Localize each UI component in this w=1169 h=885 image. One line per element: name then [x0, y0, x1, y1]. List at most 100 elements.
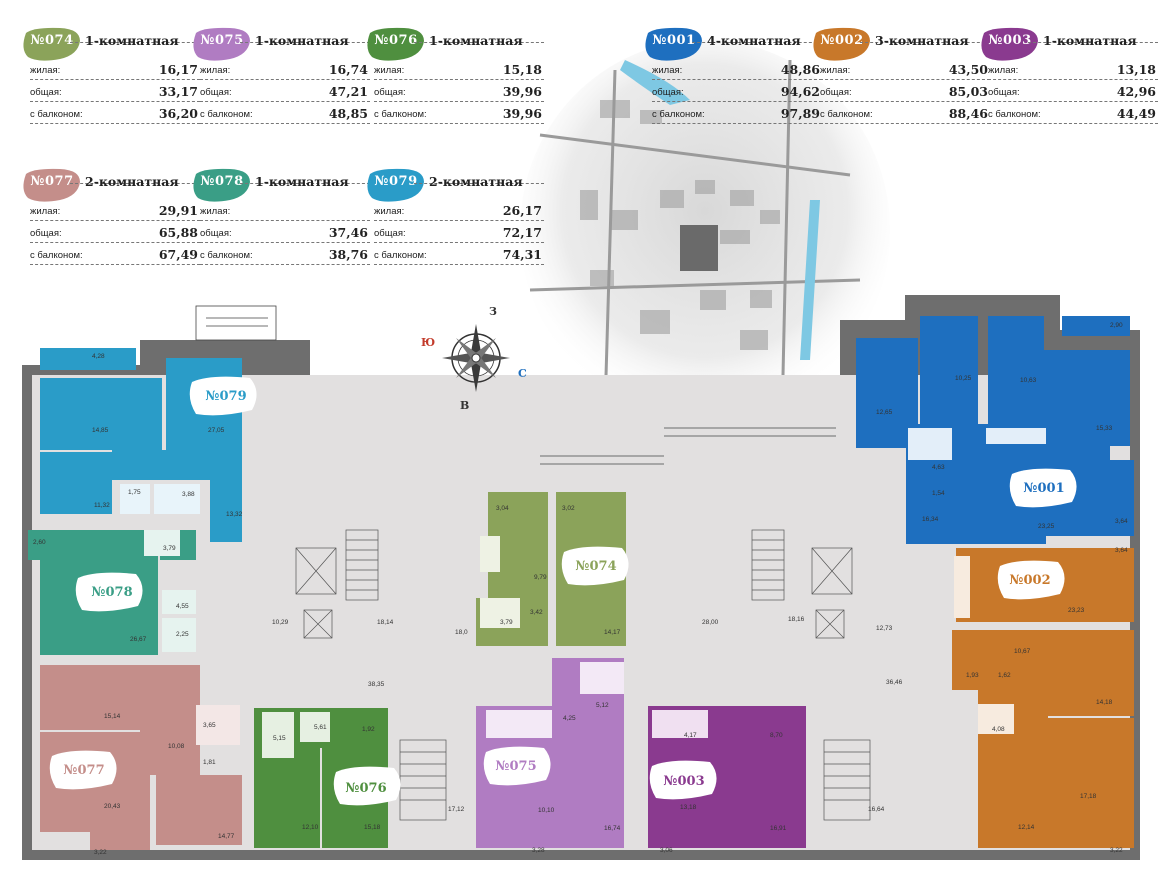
apartment-card-074[interactable]: №074 1-комнатная жилая:16,17 общая:33,17… — [23, 27, 200, 134]
apartment-079[interactable] — [40, 348, 242, 542]
apartment-card-003[interactable]: №003 1-комнатная жилая:13,18 общая:42,96… — [981, 27, 1158, 134]
divider — [414, 183, 544, 184]
living-area-label: жилая: — [30, 65, 61, 76]
room-area-labels: 4,28 14,85 27,05 11,32 1,75 3,88 13,32 2… — [33, 322, 1128, 856]
apartment-number: №075 — [200, 33, 244, 48]
balcony-area-label: с балконом: — [30, 109, 83, 120]
living-area-value: 29,91 — [158, 203, 198, 218]
corridor-area: 36,46 — [886, 679, 903, 686]
living-area-row: жилая:26,17 — [374, 198, 544, 221]
room-area: 3,65 — [203, 722, 216, 729]
living-area-row: жилая:16,74 — [200, 57, 370, 80]
total-area-label: общая: — [374, 228, 406, 239]
apartment-075[interactable] — [476, 658, 624, 848]
balcony-area-value: 88,46 — [948, 106, 988, 121]
room-type: 1-комнатная — [1043, 33, 1137, 48]
balcony-area-label: с балконом: — [200, 250, 253, 261]
apartment-card-076[interactable]: №076 1-комнатная жилая:15,18 общая:39,96… — [367, 27, 544, 134]
room-area: 2,60 — [33, 539, 46, 546]
total-area-value: 33,17 — [158, 84, 198, 99]
total-area-value: 72,17 — [502, 225, 542, 240]
apartment-card-002[interactable]: №002 3-комнатная жилая:43,50 общая:85,03… — [813, 27, 990, 134]
total-area-value: 39,96 — [502, 84, 542, 99]
apartment-number: №002 — [820, 33, 864, 48]
room-area: 12,10 — [302, 824, 319, 831]
room-area: 1,54 — [932, 490, 945, 497]
living-area-row: жилая: — [200, 198, 370, 221]
room-area: 26,67 — [130, 636, 147, 643]
total-area-label: общая: — [30, 228, 62, 239]
total-area-row: общая:42,96 — [988, 79, 1158, 102]
room-area: 16,74 — [604, 825, 621, 832]
room-area: 4,25 — [563, 715, 576, 722]
compass-north-label: З — [489, 305, 497, 318]
balcony-area-row: с балконом:97,89 — [652, 101, 822, 124]
corridor-area: 18,16 — [788, 616, 805, 623]
room-area: 3,42 — [530, 609, 543, 616]
room-area: 27,05 — [208, 427, 225, 434]
plan-badge-002: №002 — [997, 560, 1065, 600]
room-area: 3,79 — [163, 545, 176, 552]
apartment-number: №078 — [200, 174, 244, 189]
divider — [860, 42, 990, 43]
balcony-area-row: с балконом: 48,85 — [200, 101, 370, 124]
room-area: 4,28 — [92, 353, 105, 360]
room-area: 4,55 — [176, 603, 189, 610]
total-area-label: общая: — [200, 228, 232, 239]
living-area-row: жилая:13,18 — [988, 57, 1158, 80]
corridor-area: 18,14 — [377, 619, 394, 626]
room-area: 14,85 — [92, 427, 109, 434]
badge-shape — [23, 168, 80, 202]
room-area: 3,22 — [94, 849, 107, 856]
living-area-value: 26,17 — [502, 203, 542, 218]
room-type: 2-комнатная — [429, 174, 523, 189]
balcony-area-value: 39,96 — [502, 106, 542, 121]
room-area: 23,23 — [1068, 607, 1085, 614]
apartment-card-078[interactable]: №078 1-комнатная жилая: общая:37,46 с ба… — [193, 168, 370, 275]
plan-apartment-001: №001 — [1023, 481, 1064, 496]
plan-badge-001: №001 — [1009, 468, 1077, 508]
living-area-value: 48,86 — [780, 62, 820, 77]
apartment-badge: №077 — [20, 166, 84, 206]
badge-shape — [367, 168, 424, 202]
balcony-area-value: 48,85 — [328, 106, 368, 121]
compass-rose[interactable]: З В Ю С — [421, 305, 527, 412]
apartment-number: №074 — [30, 33, 74, 48]
plan-badge-078: №078 — [75, 572, 143, 612]
divider — [70, 183, 200, 184]
room-area: 1,92 — [362, 726, 375, 733]
living-area-row: жилая: 48,86 — [652, 57, 822, 80]
total-area-row: общая: 72,17 — [374, 220, 544, 243]
balcony-area-value: 44,49 — [1116, 106, 1156, 121]
apartment-number: №076 — [374, 33, 418, 48]
apartment-003[interactable] — [648, 706, 806, 848]
room-area: 3,04 — [496, 505, 509, 512]
apartment-card-077[interactable]: №077 2-комнатная жилая:29,91 общая:65,88… — [23, 168, 200, 275]
plan-apartment-077: №077 — [63, 763, 104, 778]
room-area: 10,10 — [538, 807, 555, 814]
apartment-card-079[interactable]: №079 2-комнатная жилая:26,17 общая:72,17… — [367, 168, 544, 275]
room-area: 15,14 — [104, 713, 121, 720]
room-area: 3,06 — [660, 847, 673, 854]
balcony-area-label: с балконом: — [200, 109, 253, 120]
balcony-area-row: с балконом:88,46 — [820, 101, 990, 124]
room-area: 4,08 — [992, 726, 1005, 733]
living-area-label: жилая: — [820, 65, 851, 76]
apartment-077[interactable] — [40, 665, 242, 850]
balcony-area-row: с балконом:74,31 — [374, 242, 544, 265]
apartment-card-075[interactable]: №075 1-комнатная жилая:16,74 общая:47,21… — [193, 27, 370, 134]
living-area-value: 43,50 — [948, 62, 988, 77]
living-area-label: жилая: — [652, 65, 683, 76]
room-area: 23,25 — [1038, 523, 1055, 530]
room-area: 20,43 — [104, 803, 121, 810]
total-area-row: общая: 37,46 — [200, 220, 370, 243]
divider — [240, 42, 370, 43]
room-area: 13,32 — [226, 511, 243, 518]
total-area-value: 37,46 — [328, 225, 368, 240]
apartment-card-001[interactable]: №001 4-комнатная жилая:48,86 общая:94,62… — [645, 27, 822, 134]
living-area-row: жилая:16,17 — [30, 57, 200, 80]
stairs-left — [295, 529, 379, 639]
room-area: 3,02 — [562, 505, 575, 512]
balcony-area-value: 36,20 — [158, 106, 198, 121]
